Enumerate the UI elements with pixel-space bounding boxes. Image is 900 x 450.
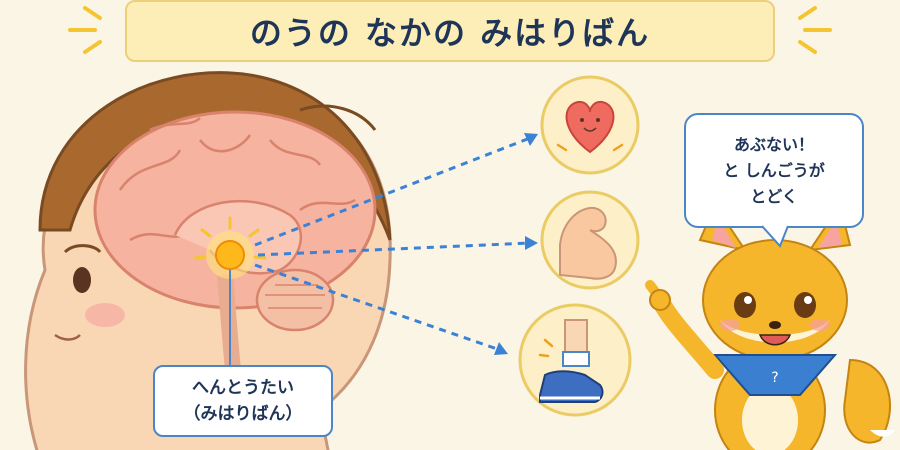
- svg-text:?: ?: [771, 370, 778, 386]
- arrow-to-leg: [254, 263, 501, 352]
- heart-icon: [565, 100, 615, 154]
- title-banner: のうの なかの みはりばん: [125, 0, 775, 62]
- arrow-to-heart: [254, 136, 531, 247]
- amygdala-label-line-1: へんとうたい: [192, 378, 294, 398]
- amygdala-label: へんとうたい （みはりばん）: [153, 365, 333, 437]
- leg-response-circle: [518, 303, 632, 417]
- sparkle-right-icon: [798, 6, 832, 54]
- arrow-heads: [494, 133, 538, 355]
- speech-bubble-line-2: と しんごうが: [723, 160, 825, 180]
- amygdala-label-line-2: （みはりばん）: [183, 404, 303, 424]
- page-title: のうの なかの みはりばん: [249, 14, 651, 52]
- speech-bubble-line-3: とどく: [750, 186, 798, 206]
- arrow-to-arm: [257, 241, 531, 257]
- signal-arrows: [254, 136, 531, 352]
- sneaker-icon: [539, 370, 604, 403]
- speech-bubble-line-1: あぶない！: [733, 134, 814, 154]
- muscle-arm-icon: [559, 206, 617, 280]
- heart-response-circle: [540, 75, 640, 175]
- amygdala-glow-icon: [193, 216, 267, 365]
- fox-character-illustration: ?: [645, 202, 895, 450]
- arm-response-circle: [540, 190, 640, 290]
- sparkle-left-icon: [68, 6, 102, 54]
- speech-bubble-tail: [761, 225, 789, 248]
- speech-bubble: あぶない！ と しんごうが とどく: [684, 113, 864, 228]
